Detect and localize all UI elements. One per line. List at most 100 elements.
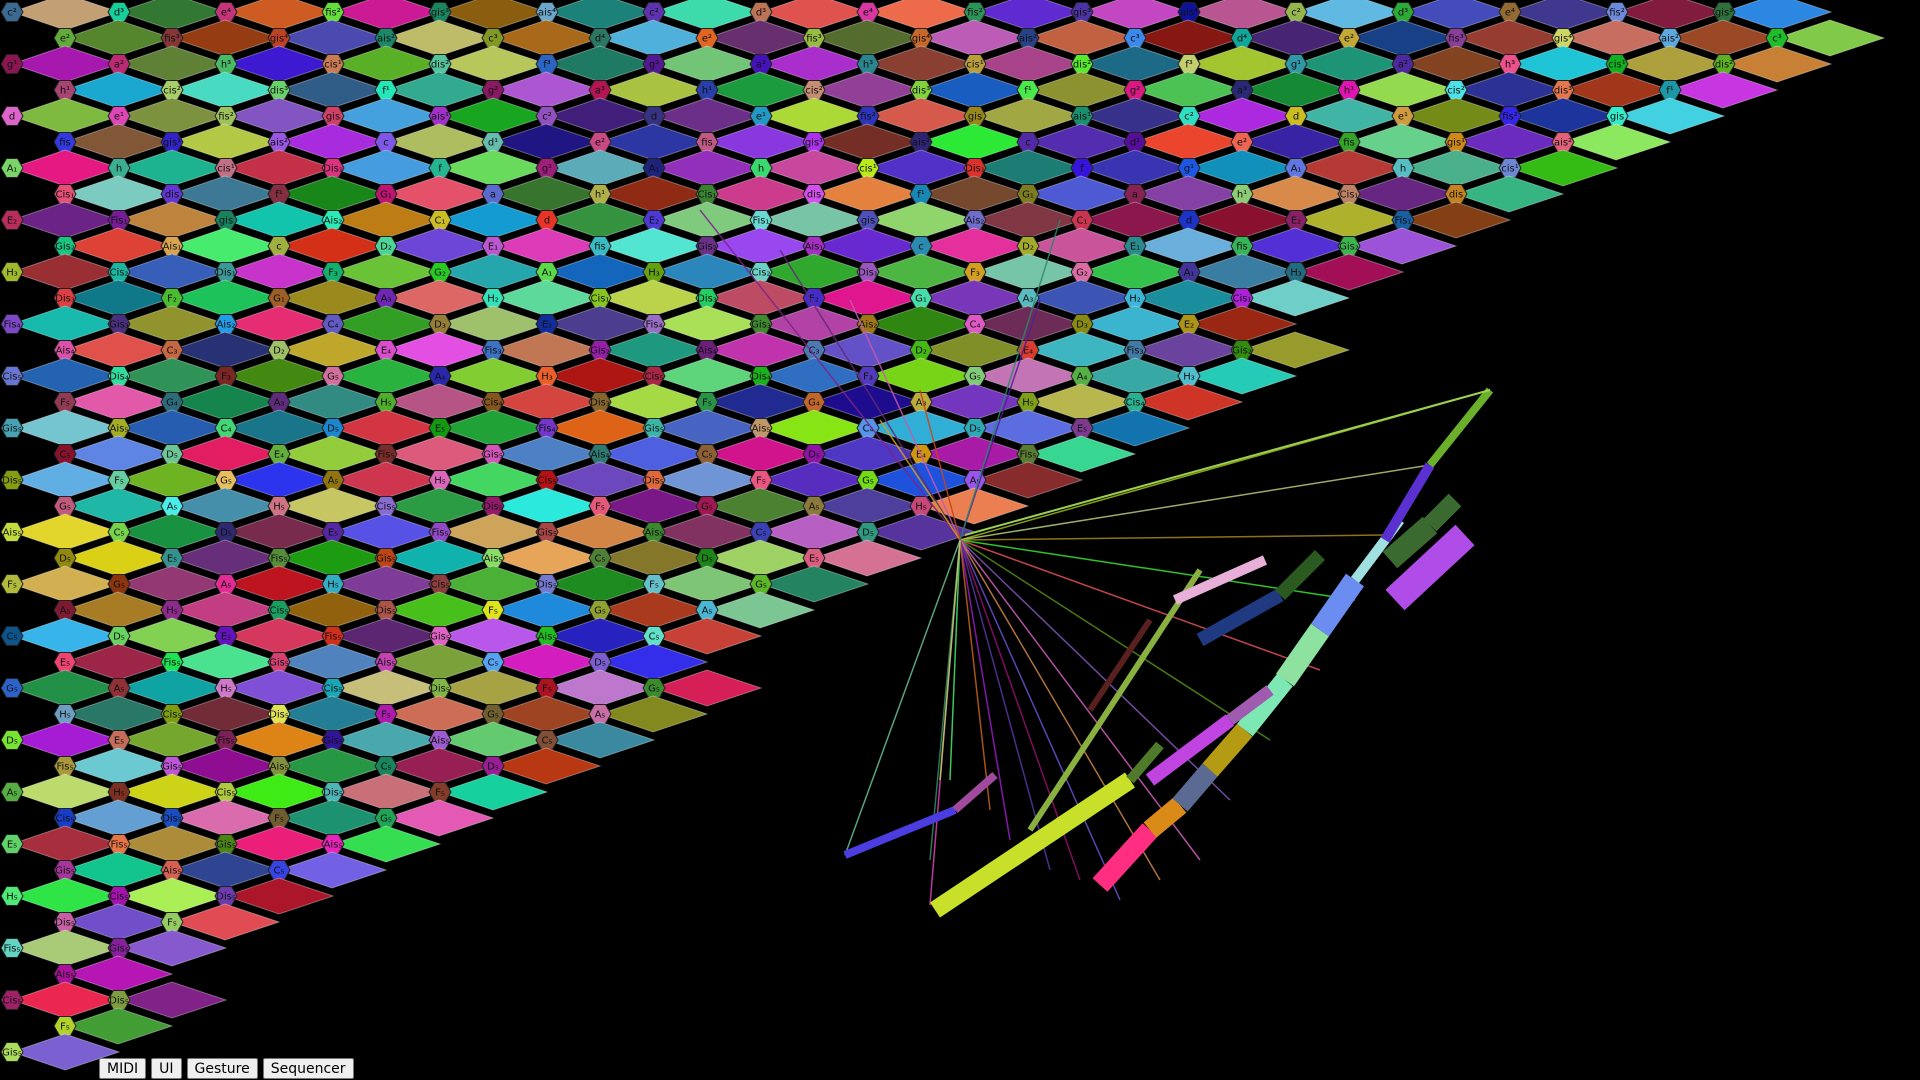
note-key[interactable] bbox=[1391, 2, 1415, 22]
note-key[interactable] bbox=[1016, 236, 1040, 256]
note-key[interactable] bbox=[321, 210, 345, 230]
note-key[interactable] bbox=[963, 210, 987, 230]
note-key[interactable] bbox=[321, 470, 345, 490]
note-key[interactable] bbox=[53, 652, 77, 672]
note-key[interactable] bbox=[695, 600, 719, 620]
note-key[interactable] bbox=[802, 392, 826, 412]
note-key[interactable] bbox=[321, 626, 345, 646]
note-key[interactable] bbox=[0, 626, 24, 646]
gesture-button[interactable]: Gesture bbox=[186, 1058, 258, 1079]
note-key[interactable] bbox=[0, 574, 24, 594]
note-key[interactable] bbox=[909, 132, 933, 152]
note-key[interactable] bbox=[1070, 106, 1094, 126]
note-key[interactable] bbox=[695, 132, 719, 152]
note-key[interactable] bbox=[0, 990, 24, 1010]
note-key[interactable] bbox=[856, 366, 880, 386]
note-key[interactable] bbox=[1123, 288, 1147, 308]
note-key[interactable] bbox=[267, 704, 291, 724]
note-key[interactable] bbox=[428, 210, 452, 230]
note-key[interactable] bbox=[53, 340, 77, 360]
note-key[interactable] bbox=[107, 730, 131, 750]
note-key[interactable] bbox=[1016, 28, 1040, 48]
note-key[interactable] bbox=[321, 262, 345, 282]
note-key[interactable] bbox=[481, 704, 505, 724]
note-key[interactable] bbox=[214, 782, 238, 802]
note-key[interactable] bbox=[214, 834, 238, 854]
note-key[interactable] bbox=[107, 314, 131, 334]
note-key[interactable] bbox=[535, 626, 559, 646]
note-key[interactable] bbox=[267, 236, 291, 256]
note-key[interactable] bbox=[160, 600, 184, 620]
note-key[interactable] bbox=[0, 262, 24, 282]
note-key[interactable] bbox=[749, 574, 773, 594]
note-key[interactable] bbox=[1016, 444, 1040, 464]
note-key[interactable] bbox=[588, 340, 612, 360]
note-key[interactable] bbox=[909, 236, 933, 256]
note-key[interactable] bbox=[1605, 2, 1629, 22]
note-key[interactable] bbox=[160, 288, 184, 308]
note-key[interactable] bbox=[535, 522, 559, 542]
note-key[interactable] bbox=[481, 496, 505, 516]
note-key[interactable] bbox=[856, 54, 880, 74]
note-key[interactable] bbox=[160, 28, 184, 48]
note-key[interactable] bbox=[1337, 184, 1361, 204]
note-key[interactable] bbox=[428, 314, 452, 334]
note-key[interactable] bbox=[749, 470, 773, 490]
note-key[interactable] bbox=[588, 392, 612, 412]
note-key[interactable] bbox=[214, 470, 238, 490]
note-key[interactable] bbox=[160, 236, 184, 256]
note-key[interactable] bbox=[588, 548, 612, 568]
note-key[interactable] bbox=[428, 158, 452, 178]
note-key[interactable] bbox=[963, 2, 987, 22]
note-key[interactable] bbox=[321, 158, 345, 178]
note-key[interactable] bbox=[749, 210, 773, 230]
note-key[interactable] bbox=[1551, 132, 1575, 152]
note-key[interactable] bbox=[53, 704, 77, 724]
note-key[interactable] bbox=[160, 704, 184, 724]
note-key[interactable] bbox=[535, 158, 559, 178]
note-key[interactable] bbox=[1070, 2, 1094, 22]
note-key[interactable] bbox=[374, 652, 398, 672]
note-key[interactable] bbox=[214, 886, 238, 906]
note-key[interactable] bbox=[1337, 132, 1361, 152]
ui-button[interactable]: UI bbox=[151, 1058, 182, 1079]
note-key[interactable] bbox=[535, 210, 559, 230]
note-key[interactable] bbox=[909, 340, 933, 360]
note-key[interactable] bbox=[160, 80, 184, 100]
note-key[interactable] bbox=[1016, 80, 1040, 100]
note-key[interactable] bbox=[1230, 236, 1254, 256]
note-key[interactable] bbox=[963, 106, 987, 126]
note-key[interactable] bbox=[214, 366, 238, 386]
note-key[interactable] bbox=[321, 2, 345, 22]
note-key[interactable] bbox=[642, 2, 666, 22]
note-key[interactable] bbox=[1337, 28, 1361, 48]
note-key[interactable] bbox=[321, 54, 345, 74]
note-key[interactable] bbox=[214, 262, 238, 282]
note-key[interactable] bbox=[374, 496, 398, 516]
note-key[interactable] bbox=[1391, 210, 1415, 230]
note-key[interactable] bbox=[642, 678, 666, 698]
note-key[interactable] bbox=[588, 600, 612, 620]
note-key[interactable] bbox=[856, 2, 880, 22]
note-key[interactable] bbox=[321, 106, 345, 126]
note-key[interactable] bbox=[963, 366, 987, 386]
note-key[interactable] bbox=[1391, 106, 1415, 126]
note-key[interactable] bbox=[1712, 54, 1736, 74]
note-key[interactable] bbox=[107, 574, 131, 594]
note-key[interactable] bbox=[695, 548, 719, 568]
note-key[interactable] bbox=[1444, 184, 1468, 204]
note-key[interactable] bbox=[53, 756, 77, 776]
note-key[interactable] bbox=[53, 444, 77, 464]
note-key[interactable] bbox=[856, 106, 880, 126]
note-key[interactable] bbox=[0, 782, 24, 802]
note-key[interactable] bbox=[642, 54, 666, 74]
note-key[interactable] bbox=[588, 132, 612, 152]
note-key[interactable] bbox=[481, 132, 505, 152]
note-key[interactable] bbox=[1284, 210, 1308, 230]
note-key[interactable] bbox=[1016, 392, 1040, 412]
note-key[interactable] bbox=[695, 340, 719, 360]
note-key[interactable] bbox=[321, 834, 345, 854]
note-key[interactable] bbox=[53, 808, 77, 828]
note-key[interactable] bbox=[267, 184, 291, 204]
note-key[interactable] bbox=[856, 418, 880, 438]
